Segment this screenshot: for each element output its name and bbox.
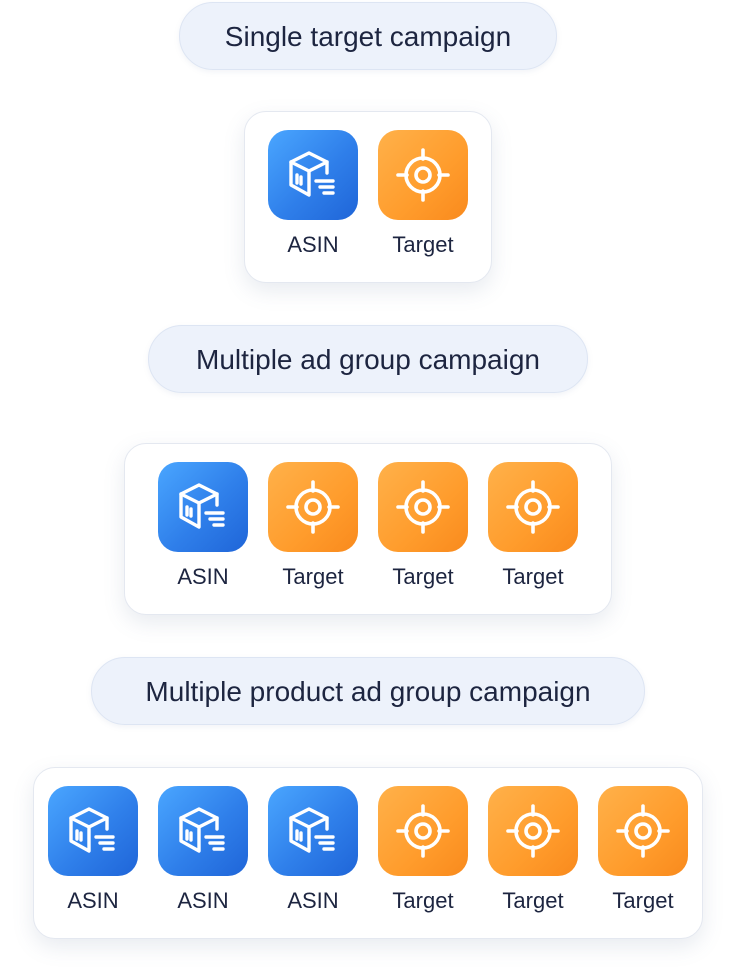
asin-item: ASIN bbox=[268, 130, 358, 258]
asin-item: ASIN bbox=[48, 786, 138, 914]
target-item: Target bbox=[488, 786, 578, 914]
section-card-single-target: ASIN Target bbox=[244, 111, 492, 283]
item-label: Target bbox=[392, 888, 454, 913]
section-title-multiple-product-ad-group: Multiple product ad group campaign bbox=[91, 657, 645, 725]
crosshair-icon bbox=[488, 462, 578, 552]
package-icon bbox=[268, 130, 358, 220]
section-card-multiple-ad-group: ASIN Target Target bbox=[124, 443, 612, 615]
asin-item: ASIN bbox=[158, 786, 248, 914]
item-label: Target bbox=[282, 564, 344, 589]
crosshair-icon bbox=[378, 786, 468, 876]
section-card-multiple-product-ad-group: ASIN ASIN bbox=[33, 767, 703, 939]
item-label: ASIN bbox=[287, 232, 339, 257]
target-item: Target bbox=[378, 786, 468, 914]
section-title-multiple-ad-group: Multiple ad group campaign bbox=[148, 325, 588, 393]
item-label: Target bbox=[392, 232, 454, 257]
target-item: Target bbox=[598, 786, 688, 914]
target-item: Target bbox=[488, 462, 578, 590]
crosshair-icon bbox=[268, 462, 358, 552]
asin-item: ASIN bbox=[158, 462, 248, 590]
item-label: ASIN bbox=[67, 888, 119, 913]
package-icon bbox=[48, 786, 138, 876]
target-item: Target bbox=[268, 462, 358, 590]
target-item: Target bbox=[378, 130, 468, 258]
asin-item: ASIN bbox=[268, 786, 358, 914]
crosshair-icon bbox=[378, 130, 468, 220]
crosshair-icon bbox=[378, 462, 468, 552]
target-item: Target bbox=[378, 462, 468, 590]
crosshair-icon bbox=[488, 786, 578, 876]
section-title-single-target: Single target campaign bbox=[179, 2, 557, 70]
package-icon bbox=[158, 462, 248, 552]
item-label: ASIN bbox=[177, 564, 229, 589]
item-label: Target bbox=[612, 888, 674, 913]
package-icon bbox=[158, 786, 248, 876]
package-icon bbox=[268, 786, 358, 876]
item-label: ASIN bbox=[287, 888, 339, 913]
item-label: Target bbox=[502, 564, 564, 589]
crosshair-icon bbox=[598, 786, 688, 876]
item-label: Target bbox=[502, 888, 564, 913]
item-label: ASIN bbox=[177, 888, 229, 913]
item-label: Target bbox=[392, 564, 454, 589]
